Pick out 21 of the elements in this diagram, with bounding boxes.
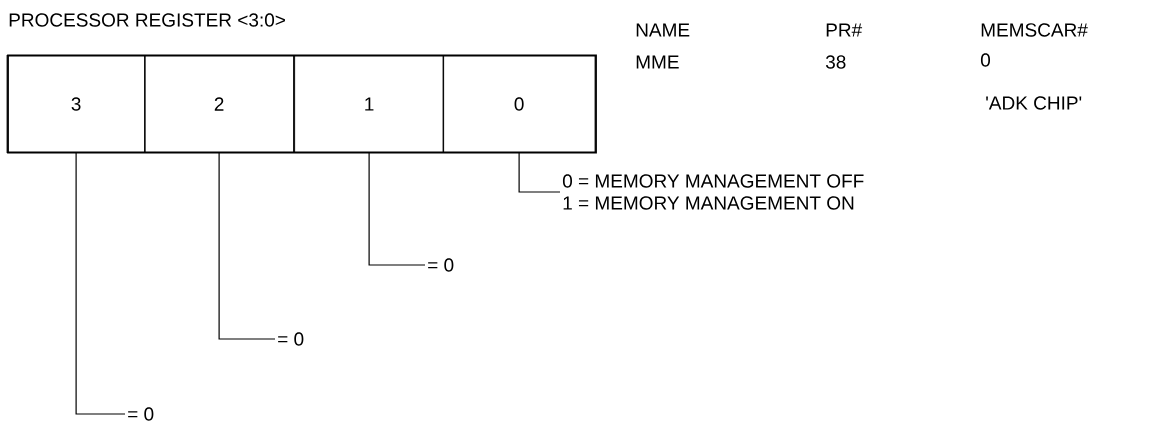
table-value: MME: [636, 55, 679, 69]
value-text: = 0: [428, 258, 454, 272]
bit-cell: 2: [144, 55, 295, 153]
leader-line: [75, 152, 126, 415]
bit-cell: 0: [442, 55, 596, 153]
heading: PROCESSOR REGISTER <3:0>: [9, 13, 285, 27]
value-text: = 0: [278, 332, 304, 346]
leader-line: [368, 152, 426, 266]
register-box: [7, 54, 597, 154]
column-heading: PR#: [826, 23, 863, 37]
table-value: 38: [825, 55, 846, 69]
value-text: = 0: [128, 407, 154, 421]
value-description: 0 = MEMORY MANAGEMENT OFF 1 = MEMORY MANAGEMENT ON: [562, 174, 864, 210]
bit-cell: 3: [6, 55, 146, 153]
note: 'ADK CHIP': [986, 96, 1082, 110]
table-value: 0: [980, 53, 991, 67]
leader-line: [218, 152, 276, 340]
column-heading: NAME: [636, 23, 690, 37]
leader-line: [518, 152, 561, 193]
bit-cell: 1: [294, 55, 445, 153]
column-heading: MEMSCAR#: [981, 23, 1088, 37]
